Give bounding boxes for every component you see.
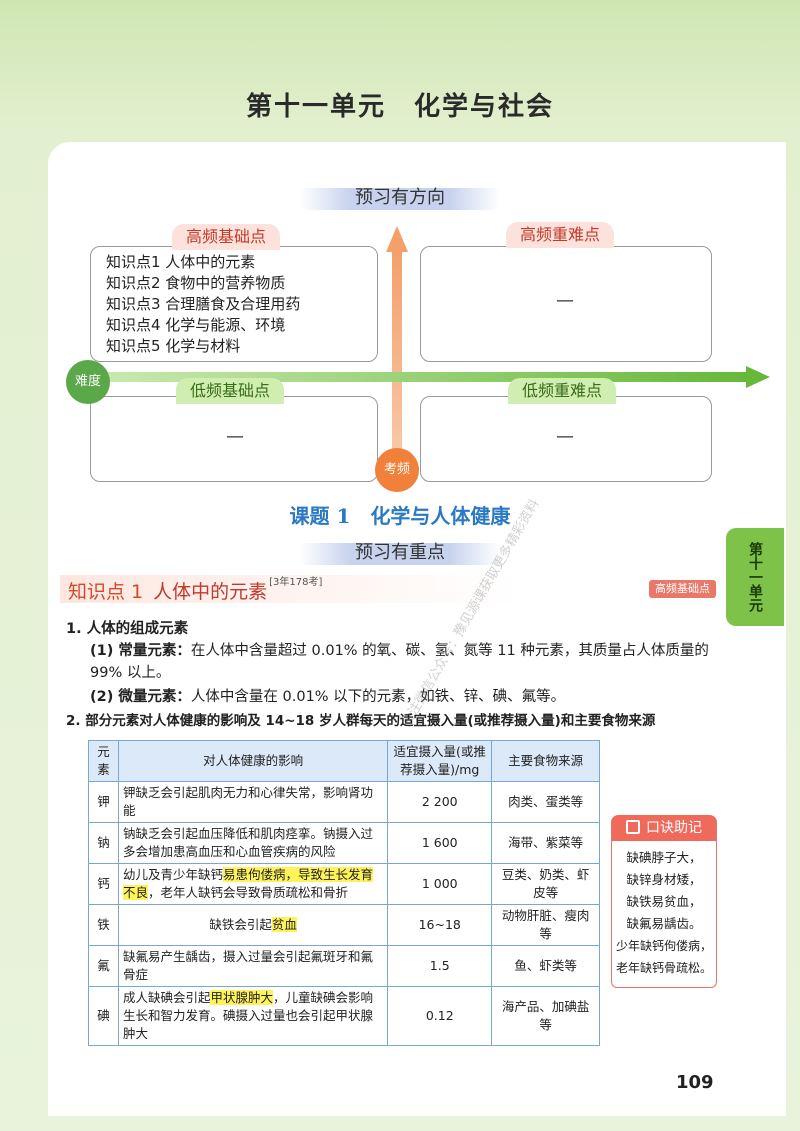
kp-item: 知识点4 化学与能源、环境 bbox=[106, 316, 286, 334]
tag-low-basic: 低频基础点 bbox=[176, 378, 285, 404]
table-row: 钙 幼儿及青少年缺钙易患佝偻病，导致生长发育不良，老年人缺钙会导致骨质疏松和骨折… bbox=[88, 863, 600, 905]
tag-low-hard: 低频重难点 bbox=[508, 378, 617, 404]
side-tab-unit[interactable]: 第十一单元 bbox=[726, 528, 784, 626]
table-row: 氟 缺氟易产生龋齿，摄入过量会引起氟斑牙和氟骨症 1.5 鱼、虾类等 bbox=[88, 945, 600, 987]
unit-number: 第十一单元 bbox=[245, 92, 386, 122]
frequency-axis-label: 考频 bbox=[375, 448, 419, 492]
kp-item: 知识点3 合理膳食及合理用药 bbox=[106, 295, 301, 313]
kp-item: 知识点1 人体中的元素 bbox=[106, 253, 256, 271]
quadrant-axes bbox=[100, 226, 770, 460]
table-row: 铁 缺铁会引起贫血 16~18 动物肝脏、瘦肉等 bbox=[88, 904, 600, 946]
quadrant-low-basic bbox=[90, 396, 378, 482]
mnemonic-header: 口诀助记 bbox=[612, 815, 716, 841]
quadrant-high-hard bbox=[420, 246, 712, 362]
mnemonic-line: 少年缺钙佝偻病， bbox=[615, 939, 712, 953]
mnemonic-box: 口诀助记 缺碘脖子大， 缺锌身材矮， 缺铁易贫血， 缺氟易龋齿。 少年缺钙佝偻病… bbox=[611, 815, 717, 988]
table-row: 碘 成人缺碘会引起甲状腺肿大，儿童缺碘会影响生长和智力发育。碘摄入过量也会引起甲… bbox=[88, 986, 600, 1046]
section-1: 1. 人体的组成元素 (1) 常量元素：在人体中含量超过 0.01% 的氧、碳、… bbox=[66, 621, 709, 729]
difficulty-axis-label: 难度 bbox=[66, 360, 110, 404]
table-row: 钠 钠缺乏会引起血压降低和肌肉痉挛。钠摄入过多会增加患高血压和心血管疾病的风险 … bbox=[88, 822, 600, 864]
preview-direction-ribbon: 预习有方向 bbox=[300, 183, 500, 213]
frequency-badge: 高频基础点 bbox=[649, 580, 716, 598]
high-hard-content: — bbox=[556, 290, 574, 311]
unit-title: 第十一单元化学与社会 bbox=[0, 86, 800, 123]
table-header-row: 元素 对人体健康的影响 适宜摄入量(或推荐摄入量)/mg 主要食物来源 bbox=[88, 740, 600, 782]
kp-item: 知识点5 化学与材料 bbox=[106, 337, 241, 355]
low-basic-content: — bbox=[226, 426, 244, 447]
quadrant-low-hard bbox=[420, 396, 712, 482]
horizontal-arrow-head bbox=[746, 366, 770, 388]
vertical-arrow-shaft bbox=[392, 250, 402, 460]
mnemonic-line: 缺碘脖子大， bbox=[626, 850, 702, 865]
quadrant-high-basic bbox=[90, 246, 378, 362]
horizontal-arrow-shaft bbox=[100, 372, 748, 382]
mnemonic-line: 缺锌身材矮， bbox=[626, 872, 702, 887]
table-row: 钾 钾缺乏会引起肌肉无力和心律失常，影响肾功能 2 200 肉类、蛋类等 bbox=[88, 781, 600, 823]
element-table: 元素 对人体健康的影响 适宜摄入量(或推荐摄入量)/mg 主要食物来源 钾 钾缺… bbox=[88, 740, 600, 1046]
knowledge-point-list: 知识点1 人体中的元素 知识点2 食物中的营养物质 知识点3 合理膳食及合理用药… bbox=[106, 252, 300, 357]
tag-high-hard: 高频重难点 bbox=[506, 222, 615, 248]
checkbox-icon bbox=[626, 820, 640, 834]
mnemonic-line: 缺铁易贫血， bbox=[626, 894, 702, 909]
preview-focus-ribbon: 预习有重点 bbox=[300, 538, 500, 568]
mnemonic-line: 缺氟易龋齿。 bbox=[626, 916, 702, 931]
mnemonic-line: 老年缺钙骨疏松。 bbox=[615, 961, 712, 975]
low-hard-content: — bbox=[556, 426, 574, 447]
vertical-arrow-head bbox=[386, 226, 408, 252]
page-number: 109 bbox=[676, 1072, 714, 1093]
tag-high-basic: 高频基础点 bbox=[172, 224, 281, 250]
kp-item: 知识点2 食物中的营养物质 bbox=[106, 274, 286, 292]
unit-name: 化学与社会 bbox=[414, 92, 555, 122]
